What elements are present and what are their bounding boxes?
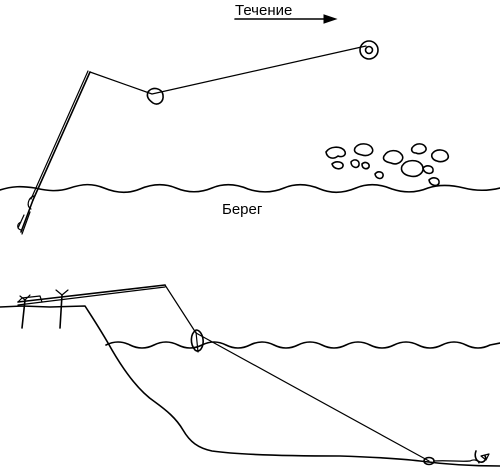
shoreline-top — [0, 183, 500, 194]
rod-top — [17, 70, 91, 235]
fishing-line-top — [89, 45, 367, 95]
float-top — [146, 87, 164, 105]
float-side — [190, 329, 204, 353]
bank-profile — [0, 305, 500, 467]
shore-label: Берег — [222, 201, 263, 218]
rod-stand-back — [55, 289, 69, 329]
current-label: Течение — [235, 2, 292, 19]
current-arrow — [234, 14, 338, 24]
water-surface — [105, 341, 500, 349]
bait-target-icon — [359, 40, 379, 60]
top-view: Течение — [0, 2, 500, 235]
hook-bait — [433, 450, 490, 464]
side-view — [0, 284, 500, 467]
vegetation-patches — [325, 143, 450, 187]
rod-side — [17, 284, 166, 306]
rod-stand-front — [19, 294, 31, 329]
fishing-line-side — [164, 284, 430, 462]
